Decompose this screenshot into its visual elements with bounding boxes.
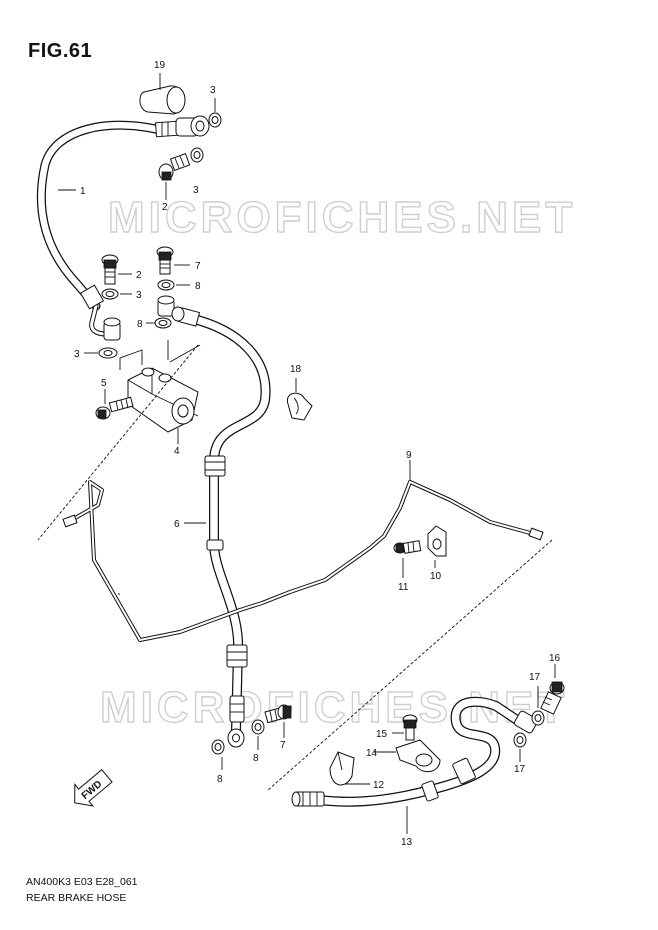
callout-9: 9	[406, 450, 412, 461]
clamp-part-12	[329, 751, 355, 786]
watermark-top: MICROFICHES.NET	[108, 193, 576, 242]
washer-8-lower-left	[211, 739, 225, 770]
upper-banjo-fitting	[175, 115, 210, 137]
clip-part-18	[286, 378, 313, 421]
brake-pipe-9	[62, 460, 544, 642]
callout-13: 13	[401, 837, 413, 848]
union-bolt-7-upper	[156, 246, 190, 275]
washer-17-upper	[531, 686, 545, 726]
callout-17-lower: 17	[514, 764, 526, 775]
bracket-part-10	[427, 525, 447, 568]
brake-hose-1	[36, 120, 179, 337]
union-bolt-16	[540, 664, 565, 715]
cap-part-19	[139, 73, 186, 115]
callout-7-upper: 7	[195, 261, 201, 272]
callout-15: 15	[376, 729, 388, 740]
callout-8-upper: 8	[195, 281, 201, 292]
bolt-part-15	[392, 714, 418, 741]
callout-11: 11	[398, 582, 409, 593]
callout-14: 14	[366, 748, 378, 759]
figure-code: AN400K3 E03 E28_061	[26, 876, 138, 888]
washer-17-lower	[513, 732, 527, 762]
callout-12: 12	[373, 780, 385, 791]
callout-3-upper: 3	[193, 185, 199, 196]
washer-8-middle	[146, 317, 172, 329]
union-bolt-7-lower	[264, 704, 292, 738]
callout-2-upper: 2	[162, 202, 168, 213]
figure-name: REAR BRAKE HOSE	[26, 892, 127, 904]
figure-title: FIG.61	[28, 40, 93, 62]
washer-3-lower	[84, 347, 118, 359]
callout-2-left: 2	[136, 270, 142, 281]
callout-16: 16	[549, 653, 561, 664]
three-way-joint-part-4	[127, 367, 199, 444]
forward-direction-arrow: FWD	[74, 769, 113, 807]
bolt-part-5	[95, 389, 134, 420]
brake-hose-13	[291, 696, 539, 834]
washer-8-lower-right	[251, 719, 265, 750]
callout-8-middle: 8	[137, 319, 143, 330]
washer-3-top	[208, 98, 222, 128]
fitting-block	[157, 295, 175, 317]
callout-1: 1	[80, 186, 86, 197]
callout-17-upper: 17	[529, 672, 541, 683]
callout-8-lower-right: 8	[253, 753, 259, 764]
union-bolt-2-upper	[158, 152, 191, 200]
callout-7-lower: 7	[280, 740, 286, 751]
washer-3-mid-left	[101, 288, 132, 300]
clamp-part-14	[374, 739, 441, 773]
callout-3-top: 3	[210, 85, 216, 96]
callout-3-lower: 3	[74, 349, 80, 360]
callout-4: 4	[174, 446, 180, 457]
washer-3-upper	[190, 147, 204, 163]
lower-banjo-fitting	[103, 317, 121, 341]
callout-6: 6	[174, 519, 180, 530]
union-bolt-2-left	[101, 254, 132, 285]
callout-8-lower-left: 8	[217, 774, 223, 785]
washer-8-upper	[157, 279, 190, 291]
callout-19: 19	[154, 60, 166, 71]
brake-hose-6	[171, 306, 271, 748]
callout-10: 10	[430, 571, 442, 582]
bolt-part-11	[393, 540, 422, 578]
callout-3-mid: 3	[136, 290, 142, 301]
callout-18: 18	[290, 364, 302, 375]
callout-5: 5	[101, 378, 107, 389]
